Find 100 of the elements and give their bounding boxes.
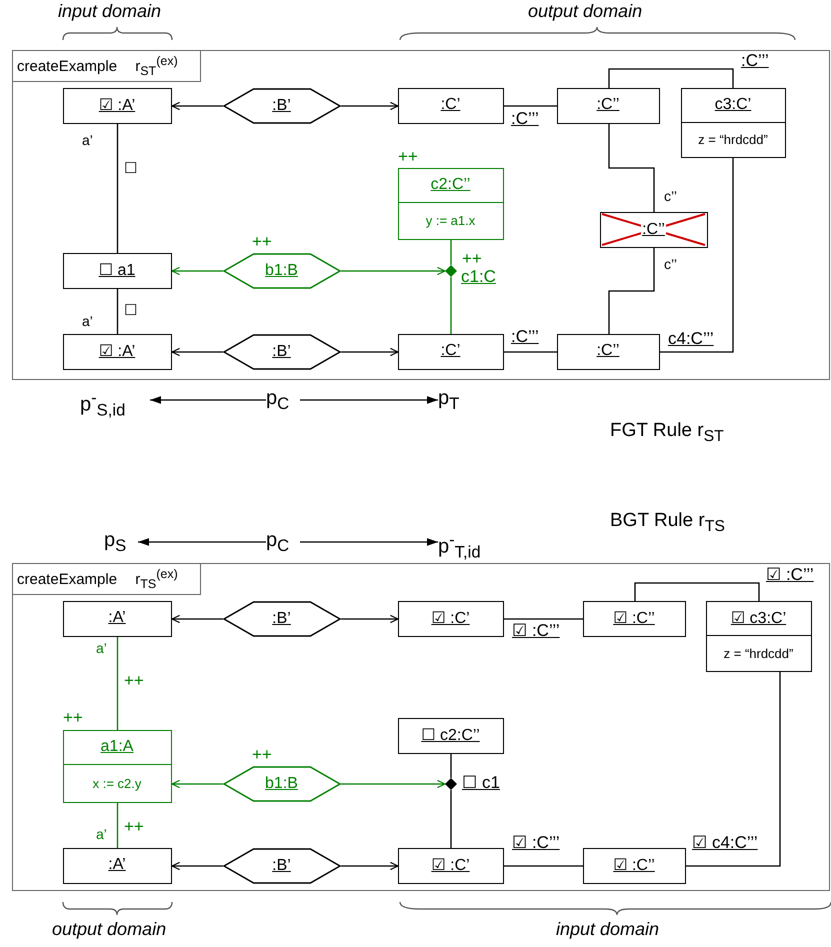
rule-frame xyxy=(12,50,830,380)
connector xyxy=(341,266,446,276)
object-box xyxy=(62,88,172,124)
attribute-text: z = “hrdcdd” xyxy=(682,122,784,156)
object-box xyxy=(398,168,504,240)
edge-label: :C’’’ xyxy=(511,110,539,127)
connector xyxy=(504,105,557,107)
object-name: :C’ xyxy=(440,341,462,361)
connector xyxy=(450,240,452,265)
object-name: a1:A xyxy=(100,737,134,757)
domain-label: input domain xyxy=(556,918,660,940)
object-box xyxy=(398,334,504,370)
object-name: :C’’ xyxy=(641,221,666,238)
connector xyxy=(504,618,583,620)
object-name: :B’ xyxy=(272,342,291,360)
object-name: ☑ :A’ xyxy=(98,96,136,116)
object-name: :B’ xyxy=(272,96,291,114)
object-box xyxy=(398,88,504,124)
object-name: c3:C’ xyxy=(714,95,752,115)
object-name: ☑ :C’ xyxy=(430,609,471,629)
object-name: c2:C’’ xyxy=(430,175,472,195)
object-name: :A’ xyxy=(107,608,127,628)
rule-frame xyxy=(12,563,830,891)
edge-label: ☑ :C’’’ xyxy=(512,622,560,639)
edge-label: ☑ c4:C’’’ xyxy=(692,834,758,851)
connector xyxy=(341,348,399,356)
edge-label: ☑ :C’’’ xyxy=(766,566,814,583)
edge-label: :C’’’ xyxy=(511,328,539,345)
object-name: :C’’ xyxy=(596,95,620,115)
arrow xyxy=(300,538,438,546)
object-box xyxy=(62,334,172,370)
object-name: ☑ :A’ xyxy=(98,342,136,362)
domain-label: output domain xyxy=(52,918,166,940)
edge-label: :C’’’ xyxy=(741,52,769,69)
connector xyxy=(116,637,118,730)
connector xyxy=(450,790,452,848)
object-name: ☐ a1 xyxy=(98,261,136,281)
connector xyxy=(504,351,557,353)
hexagon-object xyxy=(222,766,340,802)
arrow xyxy=(150,396,266,404)
connector xyxy=(341,614,399,624)
object-box xyxy=(556,334,660,370)
object-box xyxy=(706,600,812,672)
annotation-text: ☐ c1 xyxy=(462,774,500,791)
hexagon-object xyxy=(222,88,340,124)
connector xyxy=(504,865,583,867)
connector xyxy=(116,124,118,253)
connector xyxy=(686,672,781,867)
arrow xyxy=(138,538,266,546)
arrow xyxy=(300,396,438,404)
hexagon-object xyxy=(222,848,340,884)
attribute-text: z = “hrdcdd” xyxy=(706,634,810,670)
object-name: ☐ c2:C’’ xyxy=(420,726,481,746)
edge-label: c4:C’’’ xyxy=(668,330,714,347)
attribute-text: y := a1.x xyxy=(398,202,502,238)
object-name: :C’ xyxy=(440,95,462,115)
connector xyxy=(171,348,223,356)
object-name: ☑ c3:C’ xyxy=(730,609,788,629)
object-name: ☑ :C’’ xyxy=(612,609,656,629)
edge-label: ☑ :C’’’ xyxy=(512,834,560,851)
connector xyxy=(116,803,118,848)
connector xyxy=(341,102,399,110)
object-name: :C’’ xyxy=(596,341,620,361)
object-name: ☑ :C’’ xyxy=(612,856,656,876)
object-name: :A’ xyxy=(107,855,127,875)
hexagon-object xyxy=(222,600,340,636)
connector xyxy=(341,780,446,788)
object-box xyxy=(398,600,504,636)
connector xyxy=(608,124,655,212)
object-name: :B’ xyxy=(272,610,291,628)
connector xyxy=(450,277,452,334)
object-name: ☑ :C’ xyxy=(430,856,471,876)
junction-diamond xyxy=(444,778,456,790)
object-box xyxy=(398,848,504,884)
connector xyxy=(116,289,118,334)
connector xyxy=(171,102,223,110)
hexagon-object xyxy=(222,252,340,288)
annotation-text: c1:C xyxy=(461,268,496,285)
junction-diamond xyxy=(444,264,456,276)
object-name: :B’ xyxy=(272,856,291,874)
connector xyxy=(171,780,223,788)
object-name: b1:B xyxy=(265,774,298,792)
connector xyxy=(660,158,734,353)
attribute-text: x := c2.y xyxy=(64,764,170,802)
connector xyxy=(171,266,223,276)
domain-label: input domain xyxy=(58,0,162,22)
object-box xyxy=(62,252,172,288)
connector xyxy=(608,68,734,88)
object-box xyxy=(556,88,660,124)
object-box xyxy=(62,848,172,884)
object-box xyxy=(582,600,686,636)
hexagon-object xyxy=(222,334,340,370)
object-box xyxy=(680,88,786,158)
object-box xyxy=(398,718,504,754)
connector xyxy=(341,862,399,870)
domain-label: output domain xyxy=(528,0,642,22)
connector xyxy=(450,754,452,778)
connector xyxy=(634,582,760,601)
connector xyxy=(608,248,655,334)
object-box xyxy=(62,730,172,802)
